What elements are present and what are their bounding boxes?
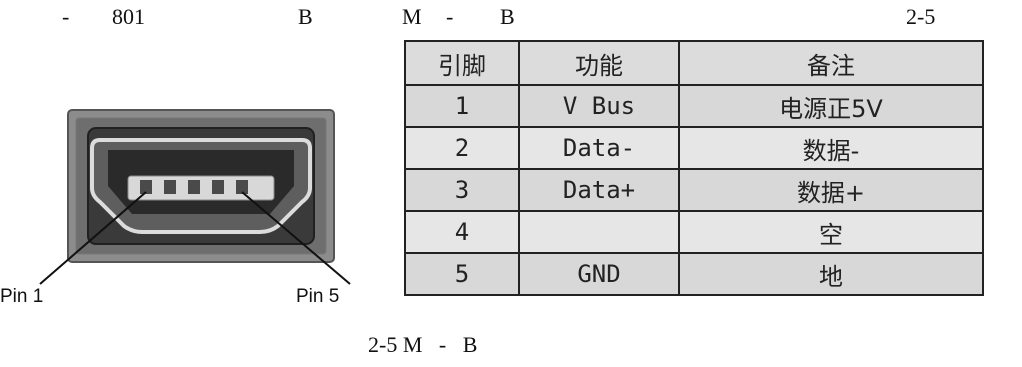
pin-number-cell: 4 [404,210,520,254]
function-cell: GND [518,252,680,296]
mini-usb-connector-drawing [39,109,351,285]
mini-usb-connector-figure: Pin 1 Pin 5 [0,60,400,320]
pin-number-cell: 3 [404,168,520,212]
function-cell [518,210,680,254]
pin-5-label: Pin 5 [296,286,340,307]
note-cell: 电源正5V [678,84,984,128]
contact-pin-3 [188,180,200,194]
header-fragment-6: B [500,4,515,29]
contact-pin-4 [212,180,224,194]
contact-pin-5 [236,180,248,194]
header-fragment-7: 2-5 [906,4,936,29]
column-header-pin: 引脚 [404,40,520,86]
header-fragment-2: 801 [112,4,145,29]
function-cell: Data+ [518,168,680,212]
column-header-note: 备注 [678,40,984,86]
pin-number-cell: 1 [404,84,520,128]
contact-pin-1 [140,180,152,194]
note-cell: 数据+ [678,168,984,212]
header-fragment-4: M [402,4,422,29]
table-row: 1 V Bus 电源正5V [404,84,984,128]
pin-1-leader-line [39,191,147,285]
header-fragment-3: B [298,4,313,29]
pin-5-leader-line [241,191,351,285]
function-cell: V Bus [518,84,680,128]
function-cell: Data- [518,126,680,170]
figure-caption: 2-5 M - B [368,332,478,357]
pin-1-label: Pin 1 [0,286,44,307]
table-row: 2 Data- 数据- [404,126,984,170]
pin-number-cell: 2 [404,126,520,170]
table-row: 4 空 [404,210,984,254]
note-cell: 地 [678,252,984,296]
pin-number-cell: 5 [404,252,520,296]
note-cell: 空 [678,210,984,254]
header-fragment-1: - [62,4,70,29]
note-cell: 数据- [678,126,984,170]
table-row: 5 GND 地 [404,252,984,296]
contact-pin-2 [164,180,176,194]
header-fragment-5: - [446,4,454,29]
table-row: 3 Data+ 数据+ [404,168,984,212]
table-header-row: 引脚 功能 备注 [404,40,984,86]
pin-definition-table: 引脚 功能 备注 1 V Bus 电源正5V 2 Data- 数据- 3 Dat… [404,40,984,296]
column-header-function: 功能 [518,40,680,86]
